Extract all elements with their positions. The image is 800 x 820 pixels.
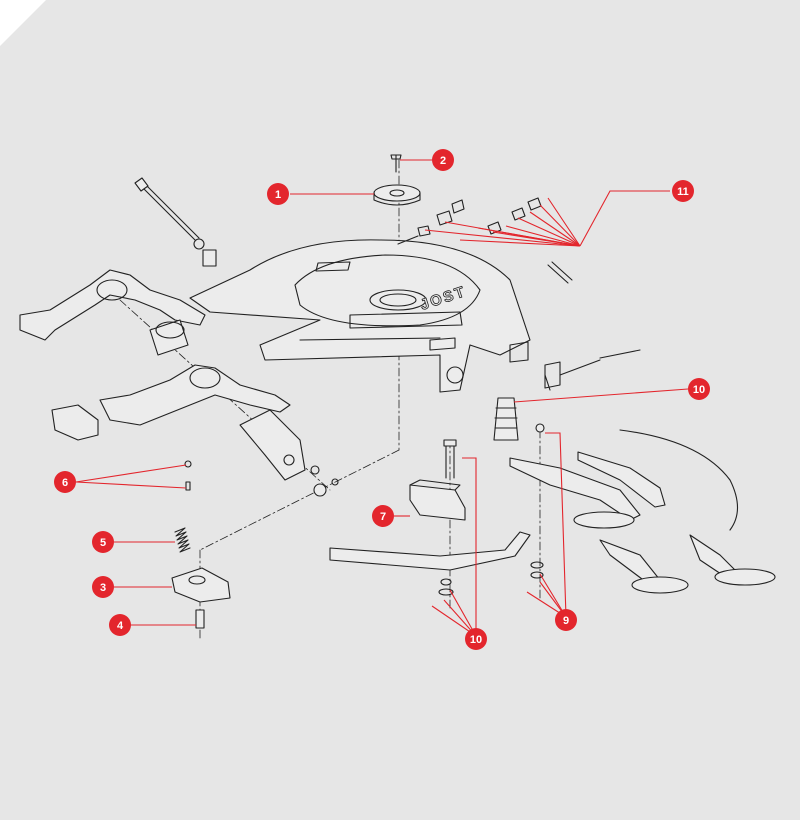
svg-text:7: 7 [380,511,386,523]
callout-7: 7 [372,505,394,527]
svg-text:6: 6 [62,477,68,489]
callout-2: 2 [432,149,454,171]
callout-10-lower: 10 [465,628,487,650]
svg-text:4: 4 [117,620,124,632]
spring-part [174,527,191,553]
svg-text:10: 10 [693,384,705,396]
grease-fittings [397,197,542,245]
svg-text:3: 3 [100,582,106,594]
callout-4: 4 [109,614,131,636]
middle-bracket-part [51,364,291,441]
svg-text:2: 2 [440,155,446,167]
jaw-pin-part [195,609,205,629]
pivot-pin-part [239,409,339,497]
small-fastener-part [184,460,192,491]
bolt-part [438,439,457,596]
svg-text:9: 9 [563,615,569,627]
fifth-wheel-plate: JOST [189,239,531,393]
lock-jaw-part [171,567,231,603]
long-bolt-part [134,177,217,267]
callout-6: 6 [54,471,76,493]
release-handle-part [329,349,641,571]
hardware-part [530,423,545,579]
lever-assembly [509,429,776,594]
callout-1: 1 [267,183,289,205]
callout-9: 9 [555,609,577,631]
upper-bracket-part [19,269,206,356]
callout-5: 5 [92,531,114,553]
svg-text:5: 5 [100,537,106,549]
cotter-pin-part [547,261,573,284]
callout-11: 11 [672,180,694,202]
callout-10-upper: 10 [688,378,710,400]
svg-text:11: 11 [677,186,689,198]
spring-boot-part [493,397,519,441]
lock-ring-part [373,184,421,206]
corner-fold [0,0,46,46]
guide-block-part [409,479,466,521]
screw-part [390,154,402,173]
svg-text:1: 1 [275,189,281,201]
callout-3: 3 [92,576,114,598]
svg-text:10: 10 [470,634,482,646]
